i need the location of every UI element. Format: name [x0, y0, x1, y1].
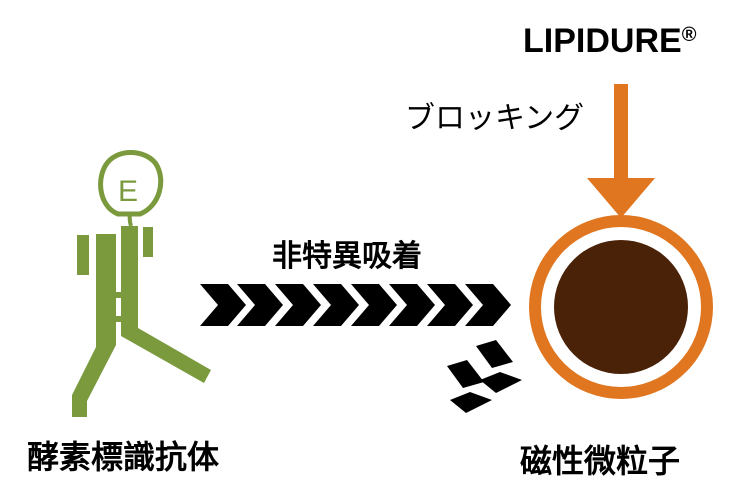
chevron [275, 284, 321, 326]
antibody-heavy-chain-right [121, 226, 211, 383]
antibody-light-chain-left [77, 235, 89, 275]
antibody-hinge-bridge [116, 316, 121, 322]
registered-mark: ® [681, 24, 697, 46]
magnetic-particle-label: 磁性微粒子 [520, 442, 681, 480]
enzyme-balloon-icon [98, 150, 164, 217]
chevron [427, 284, 473, 326]
chevron [313, 284, 359, 326]
chevron [450, 392, 492, 413]
antibody-icon: E [72, 150, 211, 417]
brand-name: LIPIDURE [523, 22, 682, 60]
lipidure-brand: LIPIDURE® [523, 22, 696, 61]
antibody-hinge-bridge [116, 292, 121, 298]
blocking-arrow-icon [587, 84, 655, 218]
blocking-arrow-shaft [614, 84, 628, 192]
nonspecific-adsorption-arrow-icon [200, 284, 511, 326]
chevron [389, 284, 435, 326]
chevron [447, 360, 484, 388]
antibody-light-chain-right [143, 227, 153, 257]
particle-core [554, 240, 688, 374]
nonspecific-adsorption-label: 非特異吸着 [272, 239, 422, 274]
blocking-arrow-head [587, 178, 655, 218]
chevron [200, 284, 246, 326]
blocking-label: ブロッキング [405, 101, 585, 136]
repelled-arrow-icon [447, 340, 522, 413]
chevron [480, 372, 522, 393]
chevron [476, 340, 513, 368]
chevron [237, 284, 283, 326]
antibody-heavy-chain-left [72, 234, 116, 417]
magnetic-particle-icon [529, 215, 713, 399]
chevron [351, 284, 397, 326]
enzyme-letter: E [118, 175, 138, 208]
enzyme-labeled-antibody-label: 酵素標識抗体 [27, 438, 220, 476]
chevron [465, 284, 511, 326]
